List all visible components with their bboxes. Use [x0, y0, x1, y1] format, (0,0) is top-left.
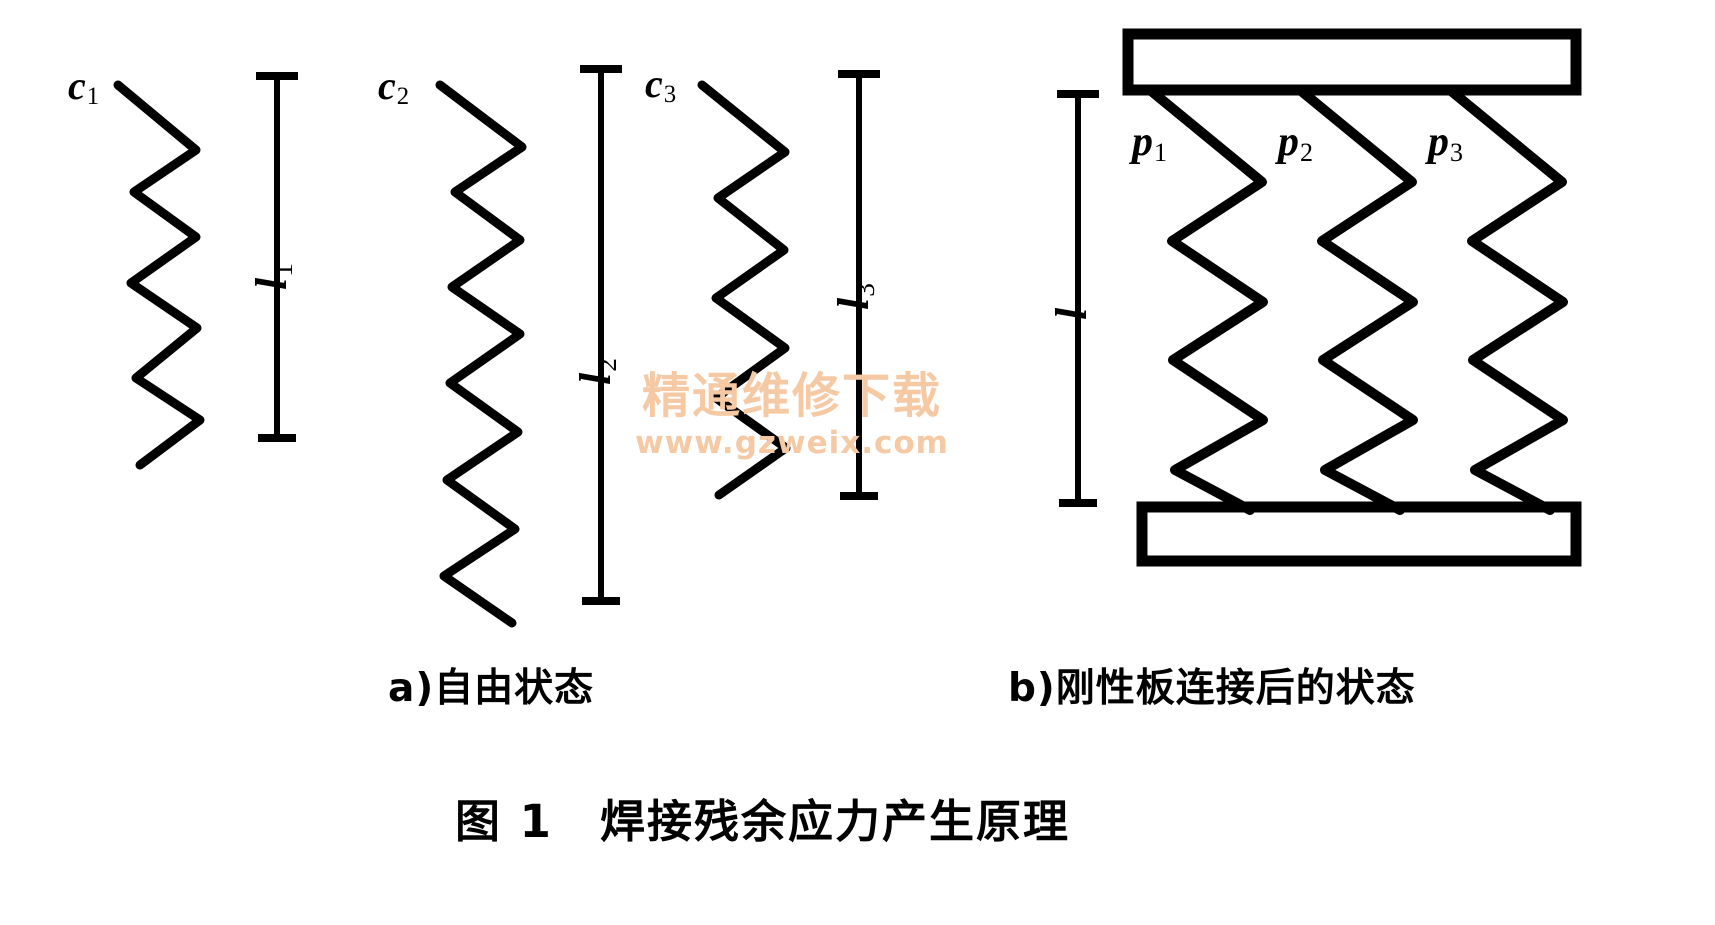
dimension-label-l1: l1 [247, 263, 298, 290]
spring-label-p1: p1 [1132, 119, 1168, 167]
dimension-label-l2: l2 [571, 358, 622, 385]
bottom-rigid-plate [1136, 501, 1582, 567]
figure-title: 图 1 焊接残余应力产生原理 [455, 795, 1070, 848]
spring-label-c3: c3 [645, 61, 677, 109]
spring-p3 [1445, 85, 1568, 515]
spring-c2 [435, 80, 527, 628]
spring-c1 [113, 80, 205, 470]
panel-caption-b: b)刚性板连接后的状态 [1008, 666, 1416, 711]
panel-caption-a: a)自由状态 [388, 666, 595, 711]
dimension-label-l3: l3 [829, 283, 880, 310]
dimension-line-l3 [838, 70, 880, 500]
spring-label-p2: p2 [1278, 119, 1314, 167]
dimension-line-l [1057, 90, 1099, 507]
dimension-line-l1 [256, 72, 298, 442]
dimension-line-l2 [580, 65, 622, 605]
dimension-label-l: l [1047, 307, 1096, 320]
top-rigid-plate [1122, 28, 1582, 96]
spring-label-p3: p3 [1428, 119, 1464, 167]
spring-p1 [1145, 85, 1268, 515]
spring-p2 [1295, 85, 1418, 515]
spring-c3 [697, 80, 791, 500]
spring-label-c2: c2 [378, 63, 410, 111]
spring-label-c1: c1 [68, 63, 100, 111]
